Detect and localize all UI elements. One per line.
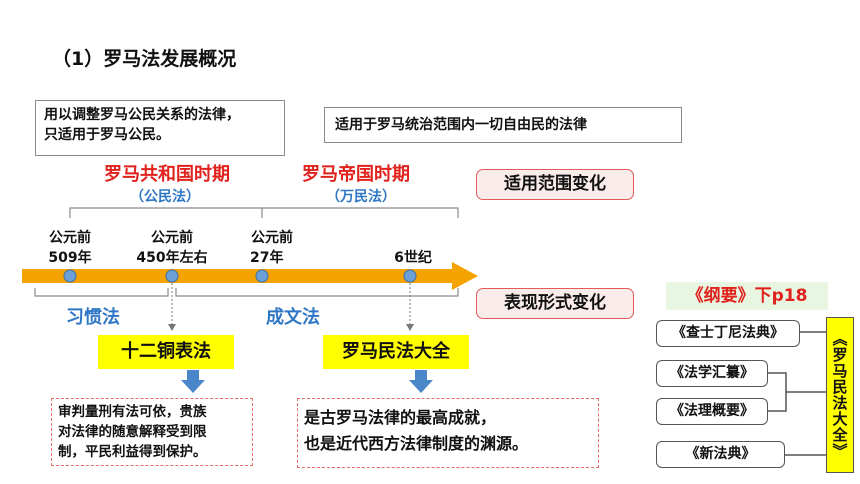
books-connector bbox=[768, 331, 826, 456]
timeline-points bbox=[63, 269, 417, 283]
scope-change-label: 适用范围变化 bbox=[476, 169, 634, 200]
twelve-tables-effect: 审判量刑有法可依，贵族 对法律的随意解释受到限 制，平民利益得到保护。 bbox=[51, 398, 253, 466]
dotted-connectors bbox=[171, 283, 411, 325]
citizen-law-definition-line1: 用以调整罗马公民关系的法律， bbox=[44, 107, 240, 123]
book-justinian-code: 《查士丁尼法典》 bbox=[656, 320, 800, 347]
point-509bc bbox=[63, 269, 77, 283]
down-arrow-corpus bbox=[409, 370, 433, 393]
twelve-tables-effect-line2: 对法律的随意解释受到限 bbox=[58, 424, 207, 440]
date-450bc: 公元前 450年左右 bbox=[122, 228, 222, 268]
twelve-tables-effect-line1: 审判量刑有法可依，贵族 bbox=[58, 404, 207, 420]
ius-gentium-definition: 适用于罗马统治范围内一切自由民的法律 bbox=[324, 107, 682, 143]
corpus-juris-effect-line2: 也是近代西方法律制度的渊源。 bbox=[304, 434, 529, 453]
point-450bc bbox=[165, 269, 179, 283]
date-27bc: 公元前 27年 bbox=[232, 228, 312, 268]
down-arrow-twelve-tables bbox=[181, 370, 205, 393]
date-6th-century: 6世纪 bbox=[378, 228, 448, 268]
date-509bc-line2: 509年 bbox=[48, 250, 92, 266]
point-6th-century bbox=[403, 269, 417, 283]
date-509bc: 公元前 509年 bbox=[30, 228, 110, 268]
connector-arrowhead-1 bbox=[168, 324, 176, 331]
timeline-arrow bbox=[22, 262, 478, 290]
empire-period-label: 罗马帝国时期 bbox=[302, 164, 410, 185]
book-digest: 《法学汇纂》 bbox=[656, 360, 768, 387]
date-6th-century-line1 bbox=[378, 228, 448, 248]
book-institutes: 《法理概要》 bbox=[656, 398, 768, 425]
date-27bc-line2: 27年 bbox=[250, 250, 284, 266]
citizen-law-label: （公民法） bbox=[130, 189, 200, 205]
point-27bc bbox=[255, 269, 269, 283]
form-brackets bbox=[34, 288, 459, 297]
written-law-label: 成文法 bbox=[266, 307, 320, 328]
book-novels: 《新法典》 bbox=[656, 441, 785, 468]
page-title: （1）罗马法发展概况 bbox=[52, 48, 237, 70]
twelve-tables-effect-line3: 制，平民利益得到保护。 bbox=[58, 444, 207, 460]
twelve-tables-box: 十二铜表法 bbox=[98, 335, 234, 369]
connector-arrowhead-2 bbox=[406, 324, 414, 331]
date-6th-century-line2: 6世纪 bbox=[394, 250, 432, 266]
date-450bc-line1: 公元前 bbox=[151, 230, 193, 246]
period-brackets bbox=[69, 207, 459, 218]
corpus-juris-effect: 是古罗马法律的最高成就， 也是近代西方法律制度的渊源。 bbox=[297, 398, 599, 468]
date-27bc-line1: 公元前 bbox=[251, 230, 293, 246]
customary-law-label: 习惯法 bbox=[66, 307, 120, 328]
citizen-law-definition: 用以调整罗马公民关系的法律， 只适用于罗马公民。 bbox=[35, 100, 285, 156]
corpus-juris-box: 罗马民法大全 bbox=[323, 335, 469, 369]
date-450bc-line2: 450年左右 bbox=[136, 250, 208, 266]
ius-gentium-label: （万民法） bbox=[326, 189, 396, 205]
citizen-law-definition-line2: 只适用于罗马公民。 bbox=[44, 127, 170, 143]
form-change-label: 表现形式变化 bbox=[476, 288, 634, 319]
textbook-reference: 《纲要》下p18 bbox=[666, 282, 828, 310]
date-509bc-line1: 公元前 bbox=[49, 230, 91, 246]
corpus-juris-vertical-label: 《罗马民法大全》 bbox=[826, 317, 854, 473]
corpus-juris-effect-line1: 是古罗马法律的最高成就， bbox=[304, 408, 497, 427]
republic-period-label: 罗马共和国时期 bbox=[104, 164, 230, 185]
